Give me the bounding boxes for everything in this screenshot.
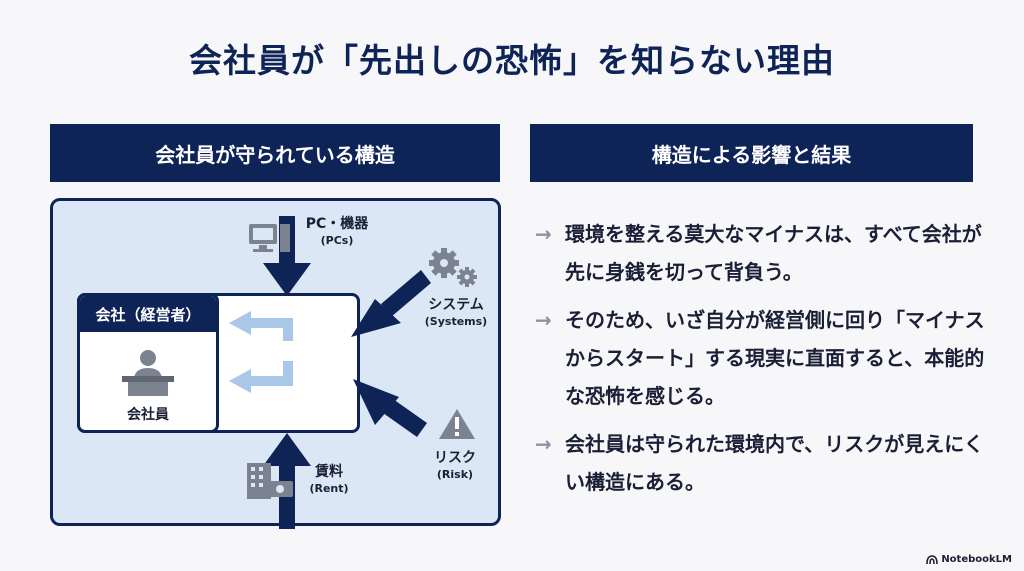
rent-label-text: 賃料 [315,464,343,480]
arrow-right-icon: → [535,222,552,246]
return-arrow-bottom [229,361,293,393]
risk-label-text: リスク [434,450,476,466]
systems-label-sub: (Systems) [424,314,488,328]
employee-label: 会社員 [127,407,169,423]
employee-icon [122,350,174,396]
rent-label-sub: (Rent) [309,481,349,495]
risk-label: リスク (Risk) [415,449,495,483]
notebooklm-logo-icon [926,555,939,564]
systems-label-text: システム [428,297,484,313]
systems-label: システム (Systems) [411,296,501,330]
result-points: → 環境を整える莫大なマイナスは、すべて会社が先に身銭を切って背負う。 → その… [535,215,985,511]
systems-arrow [351,270,431,337]
protection-diagram: 会社（経営者） 会社員 [50,198,501,529]
pc-label-sub: (PCs) [320,233,354,247]
arrow-right-icon: → [535,432,552,456]
return-arrow-top [229,311,293,341]
left-panel-header: 会社員が守られている構造 [50,124,500,182]
arrow-right-icon: → [535,308,552,332]
risk-arrow [353,379,427,437]
gear-icon [429,248,477,287]
company-box: 会社（経営者） 会社員 [77,293,219,433]
company-label: 会社（経営者） [80,296,216,332]
result-point-text: 会社員は守られた環境内で、リスクが見えにくい構造にある。 [565,432,984,494]
warning-icon [439,409,475,439]
page-title: 会社員が「先出しの恐怖」を知らない理由 [189,41,835,80]
result-point: → 会社員は守られた環境内で、リスクが見えにくい構造にある。 [535,425,985,501]
result-point: → 環境を整える莫大なマイナスは、すべて会社が先に身銭を切って背負う。 [535,215,985,291]
notebooklm-branding: NotebookLM [926,554,1012,565]
pc-label-text: PC・機器 [305,216,369,232]
result-point: → そのため、いざ自分が経営側に回り「マイナスからスタート」する現実に直面すると… [535,301,985,415]
building-icon [247,463,293,499]
result-point-text: そのため、いざ自分が経営側に回り「マイナスからスタート」する現実に直面すると、本… [565,308,985,408]
branding-text: NotebookLM [941,554,1012,565]
pc-icon [249,224,290,252]
rent-label: 賃料 (Rent) [299,463,359,497]
risk-label-sub: (Risk) [436,467,474,481]
diagram-arrows [229,216,477,529]
right-panel-header: 構造による影響と結果 [530,124,973,182]
result-point-text: 環境を整える莫大なマイナスは、すべて会社が先に身銭を切って背負う。 [565,222,982,284]
pc-label: PC・機器 (PCs) [297,215,377,249]
